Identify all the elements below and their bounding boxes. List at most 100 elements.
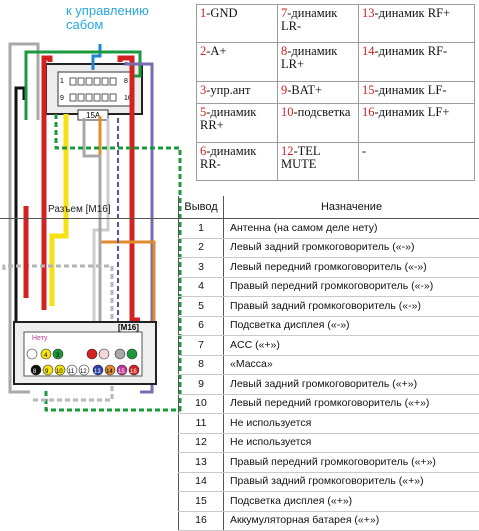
top-pin-mark-9: 9 bbox=[60, 95, 64, 102]
pin-description-cell: Не используется bbox=[224, 433, 479, 453]
pin-number-cell: 12 bbox=[179, 433, 224, 453]
legend-cell: 12-TEL MUTE bbox=[278, 142, 359, 180]
diagram-spacer-cell bbox=[0, 258, 179, 278]
legend-cell: - bbox=[359, 142, 475, 180]
pin-number-cell: 9 bbox=[179, 375, 224, 395]
diagram-spacer-cell bbox=[0, 472, 179, 492]
diagram-spacer-cell bbox=[0, 355, 179, 375]
pin-description-cell: Не используется bbox=[224, 414, 479, 434]
legend-cell: 10-подсветка bbox=[278, 104, 359, 142]
pin-description-cell: Левый задний громкоговоритель («-») bbox=[224, 238, 479, 258]
legend-cell: 1-GND bbox=[197, 5, 278, 43]
legend-cell: 13-динамик RF+ bbox=[359, 5, 475, 43]
pin-description-cell: Правый передний громкоговоритель («-») bbox=[224, 277, 479, 297]
diagram-spacer-cell bbox=[0, 511, 179, 531]
pin-description-cell: «Масса» bbox=[224, 355, 479, 375]
pin-description-cell: Подсветка дисплея («+») bbox=[224, 492, 479, 512]
legend-pin-function: -динамик LF- bbox=[375, 83, 447, 97]
table-row: 8«Масса» bbox=[0, 355, 479, 375]
legend-pin-number: 12 bbox=[281, 144, 294, 158]
pin-number-cell: 15 bbox=[179, 492, 224, 512]
diagram-spacer-cell bbox=[0, 433, 179, 453]
pin-number-cell: 6 bbox=[179, 316, 224, 336]
pin-description-cell: Левый передний громкоговоритель («+») bbox=[224, 394, 479, 414]
pin-number-cell: 1 bbox=[179, 219, 224, 239]
legend-cell: 7-динамик LR- bbox=[278, 5, 359, 43]
legend-pin-number: 10 bbox=[281, 105, 294, 119]
pin-description-cell: Правый задний громкоговоритель («+») bbox=[224, 472, 479, 492]
diagram-spacer-cell bbox=[0, 414, 179, 434]
pin-number-cell: 5 bbox=[179, 297, 224, 317]
legend-pin-function: -динамик RR- bbox=[200, 144, 256, 171]
diagram-spacer-cell bbox=[0, 219, 179, 239]
diagram-spacer-cell bbox=[0, 277, 179, 297]
legend-pin-function: -подсветка bbox=[294, 105, 351, 119]
pin-description-cell: Левый передний громкоговоритель («-») bbox=[224, 258, 479, 278]
diagram-spacer-cell bbox=[0, 336, 179, 356]
pin-number-cell: 7 bbox=[179, 336, 224, 356]
legend-pin-number: 15 bbox=[362, 83, 375, 97]
diagram-spacer-cell bbox=[0, 492, 179, 512]
legend-cell: 16-динамик LF+ bbox=[359, 104, 475, 142]
legend-pin-number: 16 bbox=[362, 105, 375, 119]
legend-pin-function: -упр.ант bbox=[206, 83, 250, 97]
diagram-column-header bbox=[0, 196, 179, 219]
legend-pin-function: -динамик LR+ bbox=[281, 44, 337, 71]
legend-pin-function: -динамик RF- bbox=[375, 44, 448, 58]
legend-cell: 2-A+ bbox=[197, 43, 278, 81]
legend-pin-function: - bbox=[362, 144, 366, 158]
legend-cell: 15-динамик LF- bbox=[359, 81, 475, 103]
pin-number-cell: 16 bbox=[179, 511, 224, 531]
pin-description-cell: Правый передний громкоговоритель («+») bbox=[224, 453, 479, 473]
pin-number-cell: 10 bbox=[179, 394, 224, 414]
legend-pin-function: -A+ bbox=[206, 44, 226, 58]
diagram-spacer-cell bbox=[0, 297, 179, 317]
legend-pin-number: 13 bbox=[362, 6, 375, 20]
legend-cell: 8-динамик LR+ bbox=[278, 43, 359, 81]
legend-pin-function: -BAT+ bbox=[287, 83, 322, 97]
pin-number-cell: 2 bbox=[179, 238, 224, 258]
top-pin-mark-8: 8 bbox=[124, 78, 128, 85]
pin-column-header: Вывод bbox=[179, 196, 224, 219]
legend-row: 2-A+8-динамик LR+14-динамик RF- bbox=[197, 43, 475, 81]
legend-pin-function: -GND bbox=[206, 6, 237, 20]
pin-description-cell: ACC («+») bbox=[224, 336, 479, 356]
legend-cell: 14-динамик RF- bbox=[359, 43, 475, 81]
pin-number-cell: 13 bbox=[179, 453, 224, 473]
diagram-spacer-cell bbox=[0, 238, 179, 258]
legend-pin-number: 14 bbox=[362, 44, 375, 58]
legend-cell: 9-BAT+ bbox=[278, 81, 359, 103]
diagram-spacer-cell bbox=[0, 375, 179, 395]
pin-description-cell: Левый задний громкоговоритель («+») bbox=[224, 375, 479, 395]
legend-pin-function: -динамик RF+ bbox=[375, 6, 451, 20]
pin-number-cell: 8 bbox=[179, 355, 224, 375]
legend-cell: 3-упр.ант bbox=[197, 81, 278, 103]
legend-pin-function: -динамик RR+ bbox=[200, 105, 256, 132]
pin-description-cell: Подсветка дисплея («-») bbox=[224, 316, 479, 336]
pin-description-cell: Аккумуляторная батарея («+») bbox=[224, 511, 479, 531]
legend-row: 6-динамик RR-12-TEL MUTE- bbox=[197, 142, 475, 180]
sub-control-note: к управлению сабом bbox=[66, 4, 186, 32]
legend-pin-function: -динамик LR- bbox=[281, 6, 337, 33]
pin-description-cell: Правый задний громкоговоритель («-») bbox=[224, 297, 479, 317]
legend-cell: 6-динамик RR- bbox=[197, 142, 278, 180]
pin-number-cell: 11 bbox=[179, 414, 224, 434]
